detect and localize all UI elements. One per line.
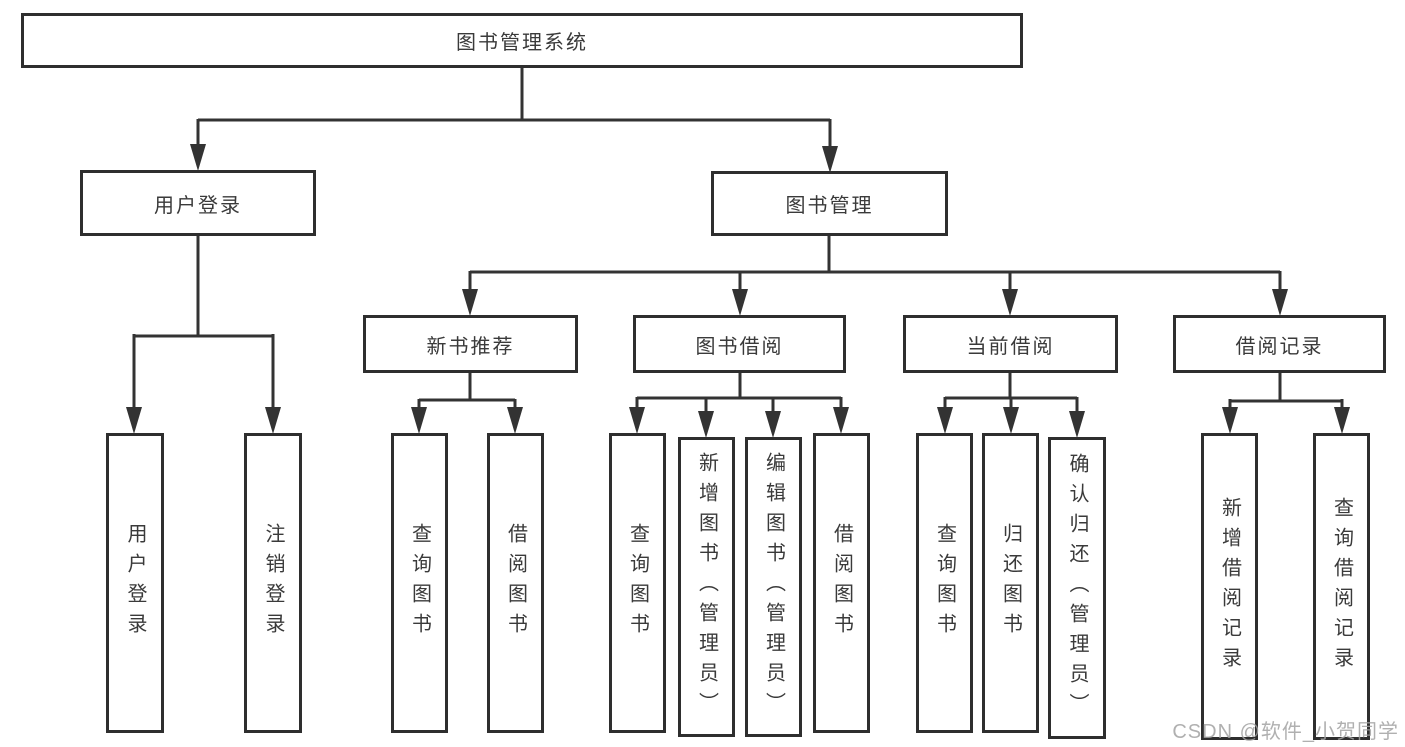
leaf-records-add: 新增借阅记录 xyxy=(1201,433,1258,740)
leaf-newbooks-borrow: 借阅图书 xyxy=(487,433,544,733)
node-new-books-label: 新书推荐 xyxy=(426,335,515,358)
leaf-current-query-label: 查询图书 xyxy=(933,523,956,643)
leaf-bookborrow-query-label: 查询图书 xyxy=(626,523,649,643)
leaf-logout-label: 注销登录 xyxy=(262,523,284,643)
leaf-current-query: 查询图书 xyxy=(916,433,973,733)
node-new-books: 新书推荐 xyxy=(363,315,578,373)
node-root: 图书管理系统 xyxy=(21,13,1023,68)
leaf-newbooks-borrow-label: 借阅图书 xyxy=(504,523,527,643)
leaf-current-confirm: 确认归还（管理员） xyxy=(1048,437,1106,739)
leaf-newbooks-query: 查询图书 xyxy=(391,433,448,733)
node-current-borrow-label: 当前借阅 xyxy=(966,335,1055,358)
leaf-records-add-label: 新增借阅记录 xyxy=(1218,496,1241,677)
leaf-bookborrow-query: 查询图书 xyxy=(609,433,666,733)
leaf-current-return-label: 归还图书 xyxy=(999,523,1022,643)
node-book-borrow: 图书借阅 xyxy=(633,315,846,373)
leaf-current-return: 归还图书 xyxy=(982,433,1039,733)
node-book-mgmt-label: 图书管理 xyxy=(785,195,874,217)
node-user-login-label: 用户登录 xyxy=(154,194,242,217)
node-current-borrow: 当前借阅 xyxy=(903,315,1118,373)
connector-strokes xyxy=(132,68,1344,411)
leaf-bookborrow-add-label: 新增图书（管理员） xyxy=(695,452,718,722)
leaf-bookborrow-borrow-label: 借阅图书 xyxy=(830,523,853,643)
leaf-records-query-label: 查询借阅记录 xyxy=(1330,496,1353,677)
node-book-mgmt: 图书管理 xyxy=(711,171,948,236)
leaf-user-login: 用户登录 xyxy=(106,433,164,733)
connector-arrowheads xyxy=(126,144,1350,438)
leaf-bookborrow-edit-label: 编辑图书（管理员） xyxy=(762,452,785,722)
leaf-newbooks-query-label: 查询图书 xyxy=(408,523,431,643)
leaf-logout: 注销登录 xyxy=(244,433,302,733)
leaf-current-confirm-label: 确认归还（管理员） xyxy=(1066,453,1088,723)
leaf-bookborrow-edit: 编辑图书（管理员） xyxy=(745,437,802,737)
leaf-records-query: 查询借阅记录 xyxy=(1313,433,1370,740)
node-user-login: 用户登录 xyxy=(80,170,316,236)
node-book-borrow-label: 图书借阅 xyxy=(695,335,784,358)
leaf-bookborrow-add: 新增图书（管理员） xyxy=(678,437,735,737)
leaf-bookborrow-borrow: 借阅图书 xyxy=(813,433,870,733)
csdn-watermark: CSDN @软件_小贺同学 xyxy=(1172,721,1399,743)
node-root-label: 图书管理系统 xyxy=(456,32,588,54)
node-borrow-records: 借阅记录 xyxy=(1173,315,1386,373)
node-borrow-records-label: 借阅记录 xyxy=(1235,335,1324,358)
leaf-user-login-label: 用户登录 xyxy=(124,523,146,643)
